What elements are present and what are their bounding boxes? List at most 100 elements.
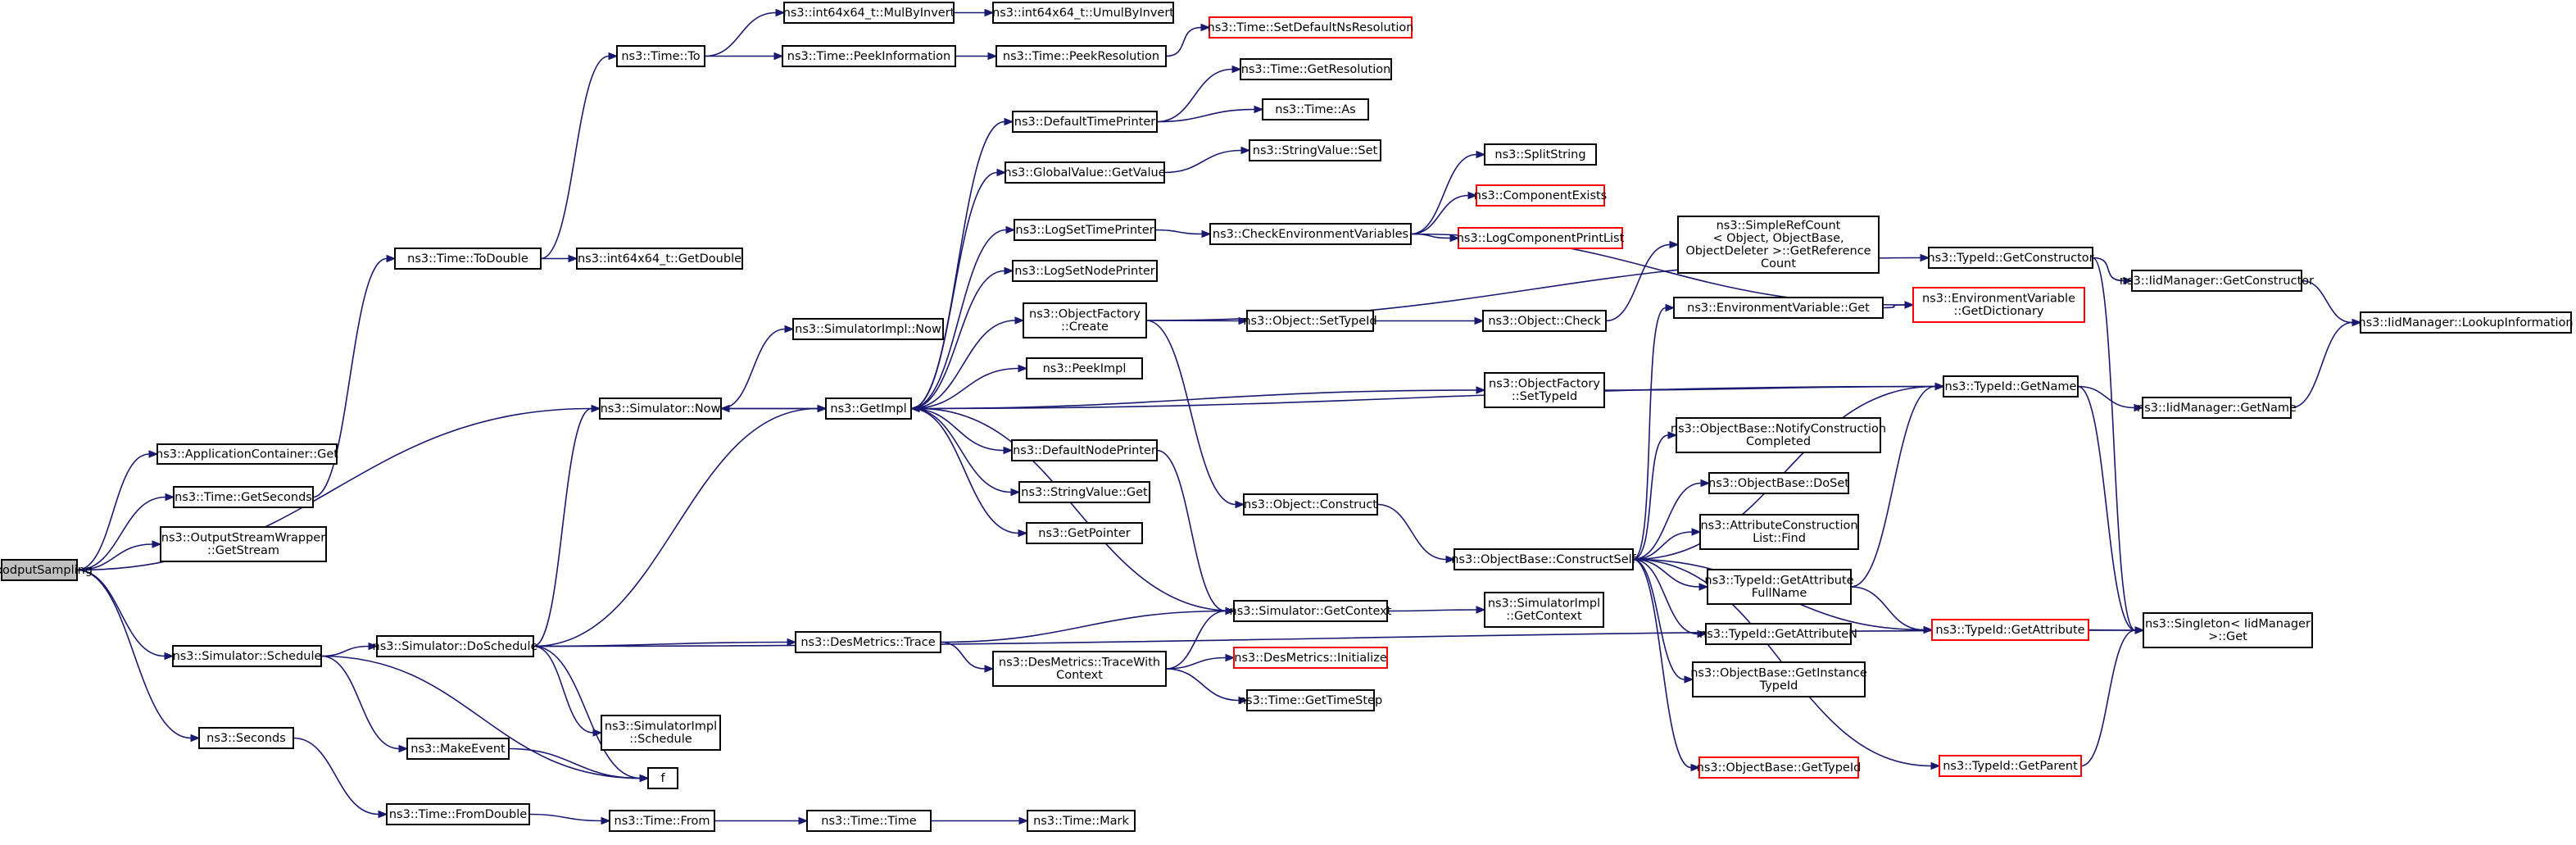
node-box xyxy=(1023,302,1147,338)
node-umulbyinvert[interactable]: ns3::int64x64_t::UmulByInvert xyxy=(992,2,1174,24)
node-box xyxy=(1928,247,2093,269)
node-label: ns3::Time::As xyxy=(1275,103,1355,116)
node-label: ns3::StringValue::Set xyxy=(1253,144,1378,157)
node-envget[interactable]: ns3::EnvironmentVariable::Get xyxy=(1673,297,1884,319)
node-logcomplist[interactable]: ns3::LogComponentPrintList xyxy=(1457,227,1625,249)
edge-checkenv-to-splitstring xyxy=(1410,150,1486,235)
node-splitstring[interactable]: ns3::SplitString xyxy=(1484,143,1597,166)
node-label: ns3::Simulator::DoSchedule xyxy=(373,640,538,653)
node-simimplgetctx[interactable]: ns3::SimulatorImpl::GetContext xyxy=(1484,592,1604,628)
node-label: ns3::ApplicationContainer::Get xyxy=(156,447,338,461)
node-simgetctx[interactable]: ns3::Simulator::GetContext xyxy=(1230,600,1392,622)
node-i64getdouble[interactable]: ns3::int64x64_t::GetDouble xyxy=(576,248,743,270)
node-label: ns3::Time::FromDouble xyxy=(389,808,527,821)
node-desinit[interactable]: ns3::DesMetrics::Initialize xyxy=(1233,647,1388,669)
node-simimplsched[interactable]: ns3::SimulatorImpl::Schedule xyxy=(601,715,721,751)
node-box xyxy=(1026,357,1143,379)
node-label: ns3::Time::SetDefaultNsResolution xyxy=(1208,21,1414,34)
node-svset[interactable]: ns3::StringValue::Set xyxy=(1249,139,1381,161)
node-tidgetparent[interactable]: ns3::TypeId::GetParent xyxy=(1939,755,2082,777)
node-mulbyinvert[interactable]: ns3::int64x64_t::MulByInvert xyxy=(783,2,955,24)
node-envgetdict[interactable]: ns3::EnvironmentVariable::GetDictionary xyxy=(1912,287,2085,323)
node-timeas[interactable]: ns3::Time::As xyxy=(1262,98,1369,120)
edge-getimpl-to-svget xyxy=(910,407,1021,497)
node-ofsettypeid[interactable]: ns3::ObjectFactory::SetTypeId xyxy=(1484,372,1605,408)
node-getpointer[interactable]: ns3::GetPointer xyxy=(1026,522,1143,544)
node-setdefns[interactable]: ns3::Time::SetDefaultNsResolution xyxy=(1208,16,1414,39)
node-singleton[interactable]: ns3::Singleton< IidManager >::Get xyxy=(2143,612,2313,648)
node-simschedule[interactable]: ns3::Simulator::Schedule xyxy=(172,645,322,667)
node-label: ::SetTypeId xyxy=(1512,390,1577,403)
node-obdoset[interactable]: ns3::ObjectBase::DoSet xyxy=(1708,472,1849,494)
node-box xyxy=(1705,623,1852,645)
node-seconds[interactable]: ns3::Seconds xyxy=(198,727,294,749)
node-obgettypeid[interactable]: ns3::ObjectBase::GetTypeId xyxy=(1697,756,1862,779)
node-label: ns3::ObjectBase::GetInstance xyxy=(1690,667,1867,680)
node-compexists[interactable]: ns3::ComponentExists xyxy=(1474,184,1608,207)
node-tidgetattrn[interactable]: ns3::TypeId::GetAttributeN xyxy=(1699,623,1857,645)
node-todouble[interactable]: ns3::Time::ToDouble xyxy=(394,248,542,270)
node-timemark[interactable]: ns3::Time::Mark xyxy=(1027,810,1136,832)
node-iidlookup[interactable]: ns3::IidManager::LookupInformation xyxy=(2358,311,2574,334)
edge-getimpl-to-defnodeprinter xyxy=(910,407,1014,455)
node-tidgetattr[interactable]: ns3::TypeId::GetAttribute xyxy=(1931,619,2089,641)
node-goodput[interactable]: GoodputSampling xyxy=(0,559,93,581)
node-defnodeprinter[interactable]: ns3::DefaultNodePrinter xyxy=(1011,439,1158,461)
node-obconstructself[interactable]: ns3::ObjectBase::ConstructSelf xyxy=(1451,548,1637,570)
node-destrace[interactable]: ns3::DesMetrics::Trace xyxy=(795,631,941,653)
node-label: ns3::DesMetrics::Initialize xyxy=(1234,652,1387,665)
node-logsetnode[interactable]: ns3::LogSetNodePrinter xyxy=(1012,260,1158,282)
node-objsettypeid[interactable]: ns3::Object::SetTypeId xyxy=(1243,310,1377,332)
node-peekres[interactable]: ns3::Time::PeekResolution xyxy=(995,45,1167,67)
node-svget[interactable]: ns3::StringValue::Get xyxy=(1018,481,1150,503)
node-box xyxy=(1018,481,1150,503)
node-label: ns3::TypeId::GetConstructor xyxy=(1927,252,2093,265)
node-tidgetname[interactable]: ns3::TypeId::GetName xyxy=(1943,375,2079,398)
node-peekimpl[interactable]: ns3::PeekImpl xyxy=(1026,357,1143,379)
node-getimpl[interactable]: ns3::GetImpl xyxy=(825,398,912,420)
node-label: >::Get xyxy=(2208,630,2247,643)
node-makeevent[interactable]: ns3::MakeEvent xyxy=(406,738,510,760)
edge-obconstructself-to-obnotify xyxy=(1632,431,1678,561)
node-iidgetconstructor[interactable]: ns3::IidManager::GetConstructor xyxy=(2120,270,2314,292)
node-box xyxy=(792,318,944,340)
node-timeto[interactable]: ns3::Time::To xyxy=(616,45,705,67)
node-box xyxy=(1012,111,1158,133)
node-box xyxy=(1246,310,1374,332)
node-label: ns3::StringValue::Get xyxy=(1021,486,1148,499)
node-f[interactable]: f xyxy=(647,767,678,789)
node-objconstruct[interactable]: ns3::Object::Construct xyxy=(1243,493,1378,516)
edge-peekres-to-setdefns xyxy=(1165,23,1211,57)
node-iidgetname[interactable]: ns3::IidManager::GetName xyxy=(2137,397,2297,419)
node-gettimestep[interactable]: ns3::Time::GetTimeStep xyxy=(1239,689,1382,711)
node-label: ns3::Time::Time xyxy=(821,815,917,828)
node-obnotify[interactable]: ns3::ObjectBase::NotifyConstructionCompl… xyxy=(1671,417,1886,453)
node-simimplnow[interactable]: ns3::SimulatorImpl::Now xyxy=(792,318,944,340)
edge-tidgetconstructor-to-iidgetconstructor xyxy=(2092,257,2134,285)
node-tidgetconstructor[interactable]: ns3::TypeId::GetConstructor xyxy=(1927,247,2094,269)
node-checkenv[interactable]: ns3::CheckEnvironmentVariables xyxy=(1209,223,1412,245)
node-timefrom[interactable]: ns3::Time::From xyxy=(609,810,715,832)
node-objcheck[interactable]: ns3::Object::Check xyxy=(1482,310,1607,332)
node-getseconds[interactable]: ns3::Time::GetSeconds xyxy=(173,486,314,508)
node-getresolution[interactable]: ns3::Time::GetResolution xyxy=(1240,58,1392,80)
node-logsettime[interactable]: ns3::LogSetTimePrinter xyxy=(1014,219,1156,241)
node-deftimeprinter[interactable]: ns3::DefaultTimePrinter xyxy=(1012,111,1158,133)
node-peekinfo[interactable]: ns3::Time::PeekInformation xyxy=(782,45,956,67)
node-dosched[interactable]: ns3::Simulator::DoSchedule xyxy=(373,635,538,657)
node-gvgetvalue[interactable]: ns3::GlobalValue::GetValue xyxy=(1004,161,1166,184)
node-appget[interactable]: ns3::ApplicationContainer::Get xyxy=(156,443,338,465)
edge-todouble-to-i64getdouble xyxy=(540,254,578,263)
node-simnow[interactable]: ns3::Simulator::Now xyxy=(599,398,722,420)
node-ofcreate[interactable]: ns3::ObjectFactory::Create xyxy=(1023,302,1147,338)
node-simplerefcount[interactable]: ns3::SimpleRefCount< Object, ObjectBase,… xyxy=(1677,216,1880,274)
edge-simgetctx-to-getimpl xyxy=(909,404,1235,612)
node-label: ::Schedule xyxy=(629,733,692,746)
node-osw[interactable]: ns3::OutputStreamWrapper::GetStream xyxy=(160,526,327,562)
node-timetime[interactable]: ns3::Time::Time xyxy=(806,810,932,832)
node-fromdouble[interactable]: ns3::Time::FromDouble xyxy=(386,803,530,825)
